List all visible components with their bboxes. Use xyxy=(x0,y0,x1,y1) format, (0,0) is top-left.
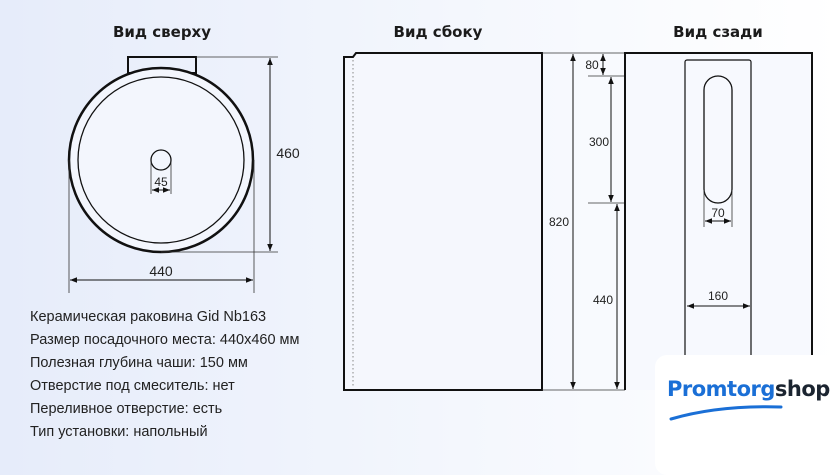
slot-width-dimension: 70 xyxy=(711,206,725,220)
brand-logo: Promtorgshop xyxy=(655,355,840,475)
bottom-offset-dimension: 440 xyxy=(593,293,613,307)
drain-hole xyxy=(150,149,172,171)
width-dimension: 440 xyxy=(149,263,173,279)
logo-part-promtorg: Promtorg xyxy=(667,377,775,401)
back-view-title: Вид сзади xyxy=(673,23,763,41)
drain-dimension: 45 xyxy=(154,175,168,189)
side-body-outline xyxy=(343,52,543,391)
top-offset-dimension: 80 xyxy=(585,58,599,72)
depth-dimension: 460 xyxy=(276,145,300,161)
spec-item: Полезная глубина чаши: 150 мм xyxy=(30,355,248,371)
panel-width-dimension: 160 xyxy=(708,289,728,303)
spec-item: Керамическая раковина Gid Nb163 xyxy=(30,309,267,325)
logo-part-shop: shop xyxy=(774,377,830,401)
height-dimension: 820 xyxy=(549,215,569,229)
spec-item: Тип установки: напольный xyxy=(30,424,208,440)
back-slot xyxy=(703,75,733,204)
spec-item: Переливное отверстие: есть xyxy=(30,401,223,417)
side-view-title: Вид сбоку xyxy=(394,23,483,41)
back-view: Вид сзади 70 160 xyxy=(624,23,813,390)
logo-swoosh-icon xyxy=(669,405,783,421)
top-view-title: Вид сверху xyxy=(113,23,211,41)
spec-item: Отверстие под смеситель: нет xyxy=(30,378,235,394)
bowl-inner-rim xyxy=(77,76,245,244)
side-view: Вид сбоку 820 80 300 440 xyxy=(343,23,735,391)
top-view: Вид сверху 45 460 440 xyxy=(67,23,300,293)
spec-item: Размер посадочного места: 440x460 мм xyxy=(30,332,300,348)
bowl-outer-rim xyxy=(67,66,255,254)
slot-height-dimension: 300 xyxy=(589,135,609,149)
